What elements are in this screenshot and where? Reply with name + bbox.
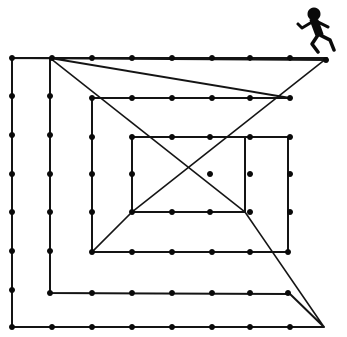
dot <box>9 324 15 330</box>
dot <box>89 324 95 330</box>
dot <box>287 324 293 330</box>
dot <box>207 134 213 140</box>
dot <box>285 290 291 296</box>
dot <box>323 57 329 63</box>
dot <box>47 248 53 254</box>
dot <box>129 324 135 330</box>
dot <box>129 290 135 296</box>
dot <box>287 209 293 215</box>
running-figure-icon <box>298 8 334 52</box>
dot <box>49 324 55 330</box>
dot <box>247 209 253 215</box>
dot <box>129 95 135 101</box>
dot <box>47 132 53 138</box>
dot <box>169 55 175 61</box>
dot <box>287 134 293 140</box>
dot <box>287 95 293 101</box>
dot <box>47 171 53 177</box>
dot <box>89 55 95 61</box>
dot <box>9 93 15 99</box>
diagonal-bottom-right <box>245 212 324 327</box>
dot <box>49 55 55 61</box>
dot <box>89 171 95 177</box>
dot <box>89 290 95 296</box>
dot <box>47 290 53 296</box>
dot <box>207 209 213 215</box>
dot <box>247 249 253 255</box>
dot <box>9 55 15 61</box>
dot <box>169 249 175 255</box>
dot <box>247 324 253 330</box>
dot <box>89 249 95 255</box>
dot <box>89 134 95 140</box>
dot <box>247 171 253 177</box>
diagonal-bottom-left-short <box>92 212 132 252</box>
dot <box>9 287 15 293</box>
dot <box>9 209 15 215</box>
dot <box>287 55 293 61</box>
dot <box>209 249 215 255</box>
dot <box>169 324 175 330</box>
dot <box>169 95 175 101</box>
dot <box>9 171 15 177</box>
dot <box>9 248 15 254</box>
dot <box>209 324 215 330</box>
dot <box>129 171 135 177</box>
dot <box>129 134 135 140</box>
dot <box>247 95 253 101</box>
dot <box>169 209 175 215</box>
dot <box>129 209 135 215</box>
dot <box>89 95 95 101</box>
dot <box>129 249 135 255</box>
dot <box>287 171 293 177</box>
dot <box>285 249 291 255</box>
dot <box>209 95 215 101</box>
dot <box>247 55 253 61</box>
dot <box>247 134 253 140</box>
dot <box>247 290 253 296</box>
dot <box>47 209 53 215</box>
dot <box>209 290 215 296</box>
dot <box>169 134 175 140</box>
dot <box>207 171 213 177</box>
dot <box>209 55 215 61</box>
dot <box>9 132 15 138</box>
diagonal-top-right <box>132 58 327 212</box>
dot <box>47 93 53 99</box>
dot <box>129 55 135 61</box>
dot <box>169 290 175 296</box>
dot <box>89 209 95 215</box>
diagonal-top-left <box>50 58 245 212</box>
